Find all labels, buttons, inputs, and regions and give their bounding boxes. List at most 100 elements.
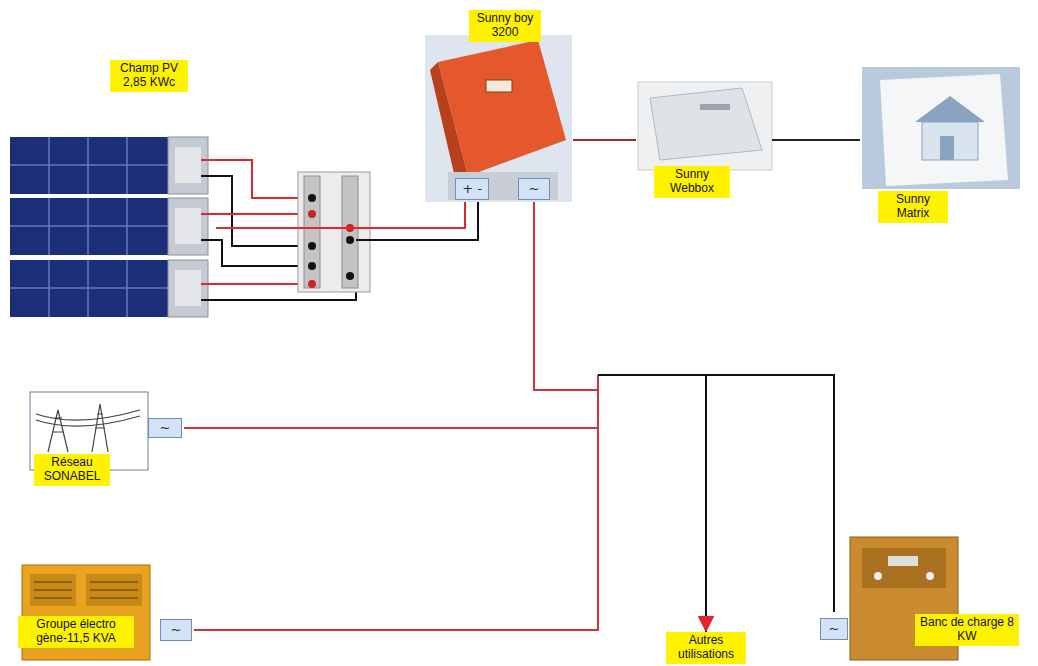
- arrow-head: [698, 616, 714, 632]
- matrix-picture-part: [922, 122, 978, 160]
- inverter-picture-part: [448, 172, 558, 200]
- pv-wires-part: [201, 213, 312, 215]
- component-label: Champ PV 2,85 KWc: [110, 60, 188, 92]
- wire-connector: [772, 140, 860, 141]
- component-label: Sunny boy 3200: [469, 10, 541, 42]
- pv-panels-part: [175, 208, 201, 244]
- load-bank-picture-part: [862, 548, 946, 588]
- inverter-picture-part: [430, 62, 468, 182]
- terminal-block-part: [308, 280, 316, 288]
- pv-panels: [10, 137, 208, 317]
- pv-panels-part: [175, 270, 201, 306]
- wire-connector: [194, 375, 714, 632]
- load-bank-picture-part: [874, 572, 882, 580]
- wire-segment: [216, 202, 465, 228]
- load-bank: Banc de charge 8 KW: [818, 612, 1034, 662]
- wire-connector: [534, 202, 714, 632]
- inverter-picture: [425, 35, 572, 202]
- arrow-head: [698, 616, 714, 632]
- matrix-picture: [862, 67, 1020, 189]
- terminal-block-part: [342, 176, 358, 288]
- webbox-picture-part: [700, 104, 730, 110]
- load-bank-picture-part: [926, 572, 934, 580]
- wire-segment: [598, 375, 834, 612]
- component-label: Autres utilisations: [666, 632, 746, 664]
- pv-wires-part: [201, 240, 312, 266]
- wire-segment: [184, 375, 598, 428]
- matrix-picture-part: [915, 96, 985, 122]
- terminal-label: ~: [820, 618, 848, 640]
- pv-panels-part: [168, 198, 208, 255]
- wire-segment: [598, 375, 706, 632]
- terminal-block-part: [304, 176, 320, 288]
- wire-segment: [573, 139, 636, 141]
- wire-connector: [194, 375, 834, 630]
- component-label: Sunny Matrix: [878, 191, 948, 223]
- webbox-picture: [638, 82, 772, 170]
- terminal-block-part: [346, 272, 354, 280]
- terminal-block-part: [298, 172, 370, 292]
- arrow-head: [698, 616, 714, 632]
- wire-segment: [598, 375, 834, 612]
- wire-segment: [598, 375, 834, 612]
- wire-segment: [184, 375, 598, 428]
- wire-connector: [184, 375, 834, 612]
- generator-set: Groupe électro gène-11,5 KVA: [16, 560, 194, 662]
- terminal-block: [298, 172, 370, 292]
- wire-segment: [534, 202, 598, 390]
- terminal-block-part: [308, 242, 316, 250]
- component-label: Banc de charge 8 KW: [915, 614, 1019, 646]
- pv-panels-part: [168, 260, 208, 317]
- inverter-picture-part: [486, 80, 512, 92]
- wire-segment: [598, 375, 706, 632]
- wire-segment: [772, 139, 860, 141]
- terminal-block-part: [308, 262, 316, 270]
- component-label: Sunny Webbox: [654, 166, 730, 198]
- wire-segment: [598, 375, 706, 632]
- wire-connector: [573, 140, 636, 141]
- terminal-block-part: [308, 210, 316, 218]
- wire-segment: [194, 375, 598, 630]
- matrix-picture-part: [880, 74, 1008, 186]
- wire-connector: [184, 375, 714, 632]
- terminal-block-part: [346, 236, 354, 244]
- terminal-label: + -: [455, 178, 489, 200]
- pv-panels-part: [10, 137, 168, 194]
- pv-panels-part: [168, 137, 208, 194]
- matrix-picture-part: [862, 67, 1020, 189]
- terminal-block-part: [308, 194, 316, 202]
- webbox-picture-part: [650, 88, 762, 160]
- wire-connector: [534, 202, 834, 612]
- terminal-label: ~: [160, 619, 192, 641]
- pv-field: Champ PV 2,85 KWc: [10, 56, 216, 322]
- terminal-label: ~: [148, 418, 182, 438]
- component-label: Réseau SONABEL: [34, 454, 110, 486]
- pv-panels-part: [175, 147, 201, 183]
- generator-picture-part: [34, 582, 138, 598]
- other-loads: Autres utilisations: [666, 632, 746, 664]
- pv-panels-part: [10, 260, 168, 317]
- wire-connector: [216, 202, 465, 228]
- dc-negative-wire: [356, 202, 478, 240]
- inverter: Sunny boy 3200: [425, 8, 573, 202]
- pv-panels-part: [10, 260, 168, 317]
- pv-wires-part: [201, 283, 312, 285]
- wire-segment: [194, 375, 598, 630]
- monitoring-display: Sunny Matrix: [860, 65, 1022, 243]
- component-label: Groupe électro gène-11,5 KVA: [18, 616, 134, 648]
- pv-panels-part: [10, 198, 168, 255]
- pv-panels-part: [10, 137, 168, 194]
- pv-wires-part: [201, 176, 312, 246]
- webbox-picture-part: [638, 82, 772, 170]
- load-bank-picture-part: [888, 556, 918, 566]
- utility-grid: Réseau SONABEL: [28, 390, 184, 492]
- grid-picture-part: [36, 404, 140, 452]
- pv-wires-part: [201, 160, 312, 198]
- webbox: Sunny Webbox: [636, 80, 772, 208]
- wire-segment: [534, 202, 598, 390]
- terminal-label: ~: [518, 178, 550, 200]
- pv-panels-part: [10, 198, 168, 255]
